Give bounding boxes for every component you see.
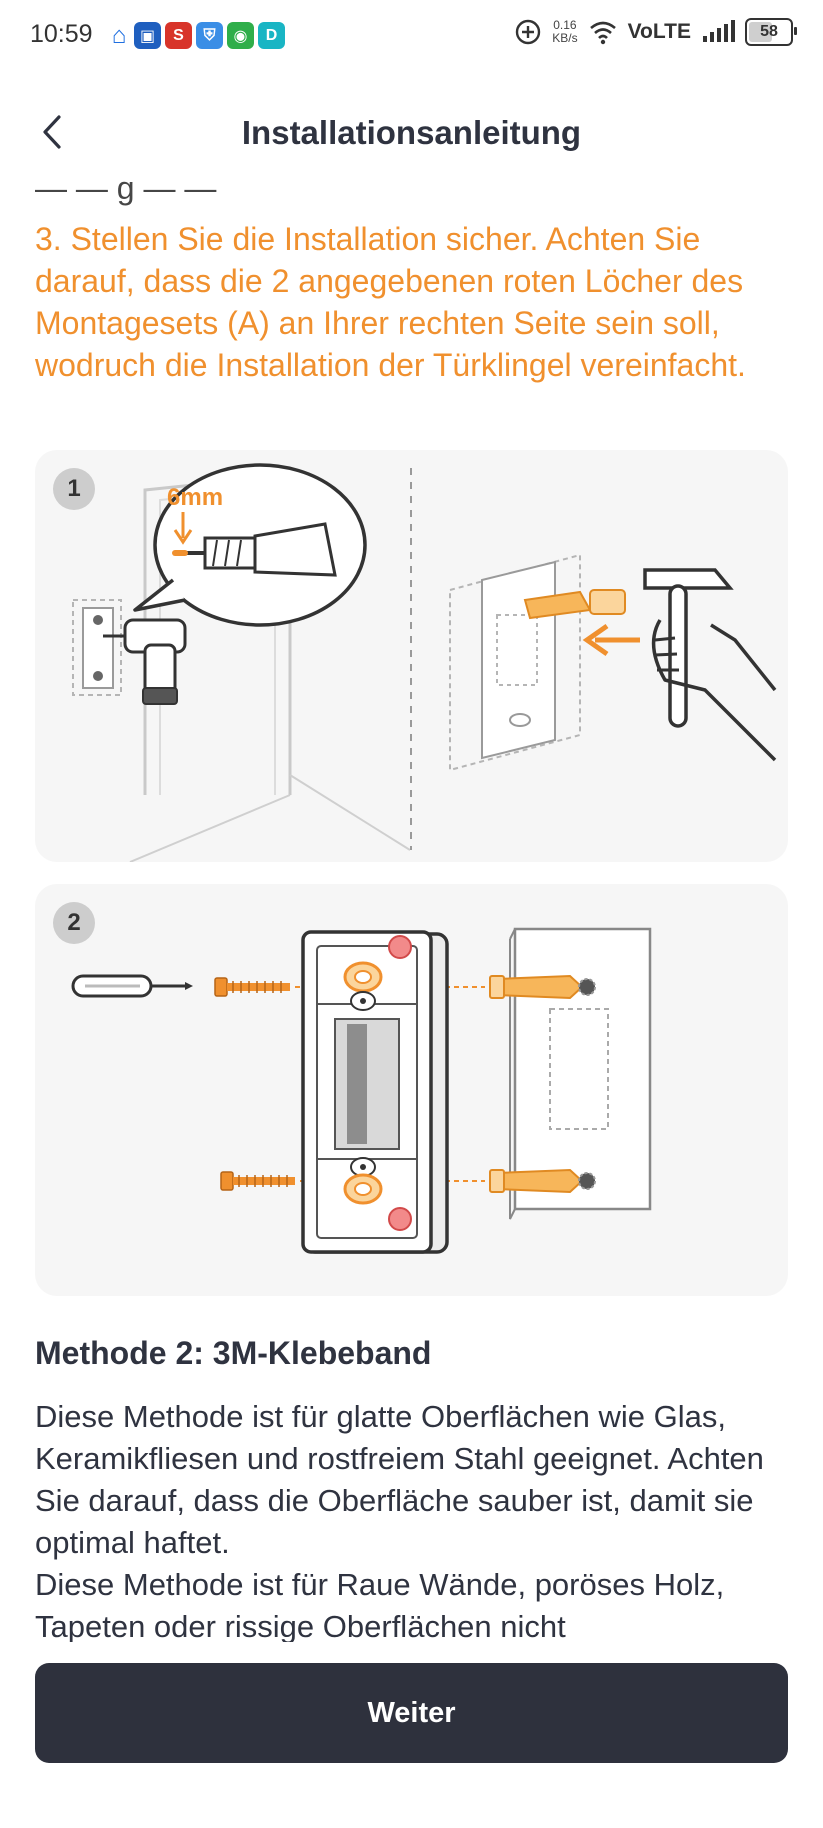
vpn-app-icon: ◉ — [227, 22, 254, 49]
d-app-icon: D — [258, 22, 285, 49]
shield-app-icon: ⛨ — [196, 22, 223, 49]
page-title: Installationsanleitung — [241, 114, 582, 151]
chevron-left-icon — [43, 115, 61, 149]
network-speed: 0.16 KB/s — [552, 19, 577, 45]
step-badge-2: 2 — [53, 902, 95, 944]
video-app-icon: ▣ — [134, 22, 161, 49]
illustration-panel-1: 1 — [35, 450, 788, 862]
network-speed-value: 0.16 — [553, 18, 577, 32]
battery-icon: 58 — [745, 18, 797, 46]
drilling-illustration: 6mm — [72, 463, 777, 862]
s-app-icon: S — [165, 22, 192, 49]
battery-level: 58 — [760, 23, 778, 40]
clipped-text-fragment: — — g — — — [35, 180, 217, 206]
mounting-illustration — [71, 927, 652, 1254]
back-button[interactable] — [30, 110, 74, 154]
step-badge-1: 1 — [53, 468, 95, 510]
signal-icon — [703, 20, 735, 42]
status-bar: 10:59 ⌂ ▣ S ⛨ ◉ D 0.16 KB/s VoLTE — [0, 0, 823, 72]
network-speed-unit: KB/s — [552, 31, 578, 45]
illustration-panel-2: 2 — [35, 884, 788, 1296]
status-indicators: 0.16 KB/s VoLTE 58 — [514, 18, 797, 46]
instructions-scroll-area[interactable]: — — g — — 3. Stellen Sie die Installatio… — [0, 180, 823, 1642]
volte-label: VoLTE — [627, 20, 691, 43]
method-2-description: Diese Methode ist für glatte Oberflächen… — [35, 1399, 764, 1560]
wifi-icon — [589, 21, 616, 45]
app-header: Installationsanleitung — [0, 90, 823, 180]
status-time: 10:59 — [30, 20, 93, 48]
section-title-method-2: Methode 2: 3M-Klebeband — [35, 1335, 432, 1371]
data-saver-icon — [516, 19, 541, 45]
notification-icons: ⌂ ▣ S ⛨ ◉ D — [108, 22, 285, 49]
drill-size-label: 6mm — [167, 484, 223, 511]
weiter-button[interactable]: Weiter — [35, 1663, 788, 1763]
step-3-instruction: 3. Stellen Sie die Installation sicher. … — [35, 221, 746, 383]
method-2-warning: Diese Methode ist für Raue Wände, poröse… — [35, 1567, 725, 1642]
home-app-icon: ⌂ — [111, 21, 127, 49]
